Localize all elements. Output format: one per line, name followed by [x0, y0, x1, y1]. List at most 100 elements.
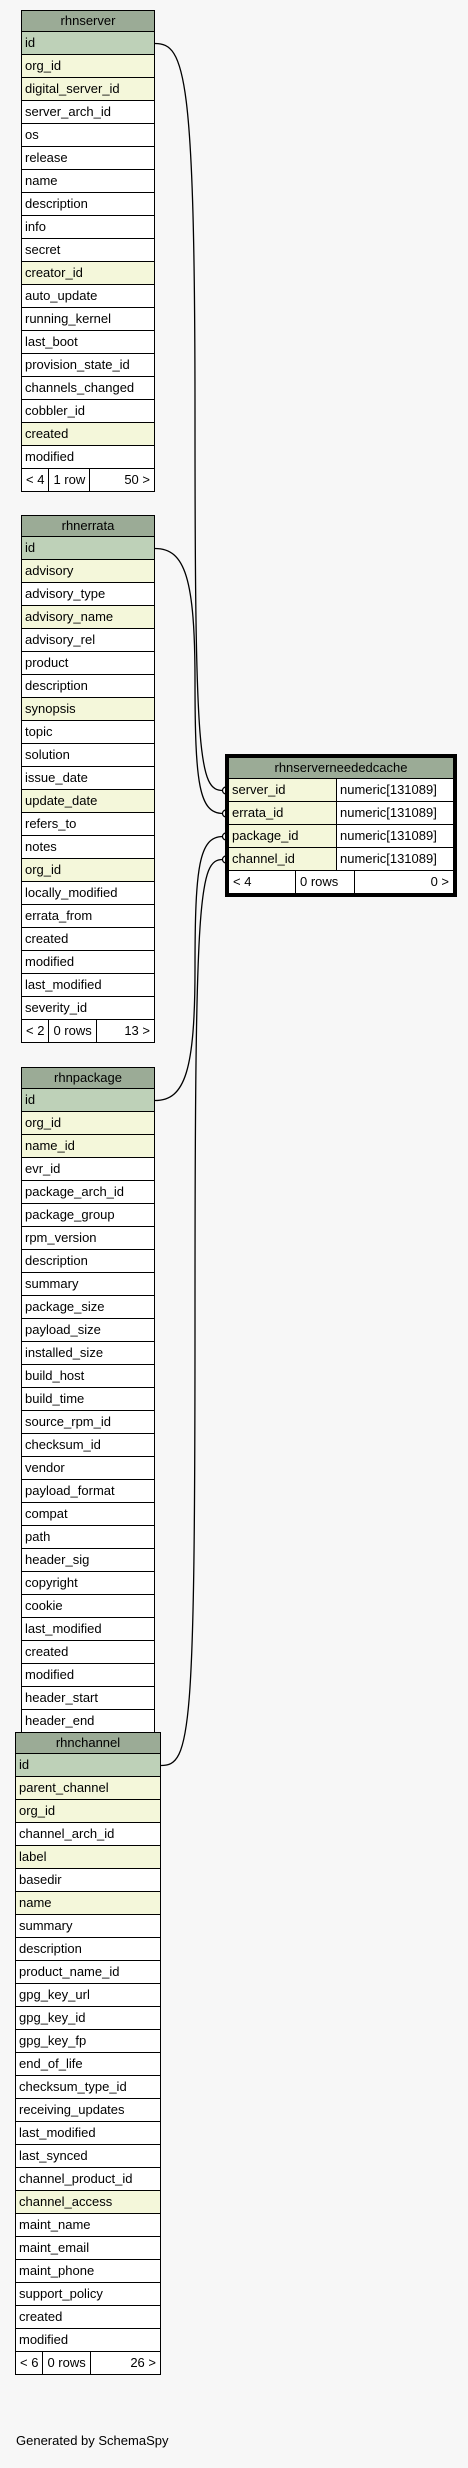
column-row-installed-size[interactable]: installed_size	[22, 1342, 154, 1365]
column-row-server-arch-id[interactable]: server_arch_id	[22, 101, 154, 124]
column-row-channel-access[interactable]: channel_access	[16, 2191, 160, 2214]
column-row-modified[interactable]: modified	[22, 1664, 154, 1687]
column-row-modified[interactable]: modified	[22, 951, 154, 974]
column-row-package-size[interactable]: package_size	[22, 1296, 154, 1319]
column-row-release[interactable]: release	[22, 147, 154, 170]
column-row-modified[interactable]: modified	[16, 2329, 160, 2352]
parents-count[interactable]: < 4	[229, 871, 296, 893]
column-row-advisory-name[interactable]: advisory_name	[22, 606, 154, 629]
column-row-last-modified[interactable]: last_modified	[16, 2122, 160, 2145]
column-row-id[interactable]: id	[22, 1089, 154, 1112]
children-count[interactable]: 26 >	[130, 2355, 156, 2370]
column-row-severity-id[interactable]: severity_id	[22, 997, 154, 1020]
column-row-copyright[interactable]: copyright	[22, 1572, 154, 1595]
column-row-header-start[interactable]: header_start	[22, 1687, 154, 1710]
column-row-gpg-key-url[interactable]: gpg_key_url	[16, 1984, 160, 2007]
column-row-description[interactable]: description	[22, 1250, 154, 1273]
column-row-rpm-version[interactable]: rpm_version	[22, 1227, 154, 1250]
column-row-topic[interactable]: topic	[22, 721, 154, 744]
parents-count[interactable]: < 4	[22, 469, 50, 491]
column-row-secret[interactable]: secret	[22, 239, 154, 262]
row-count[interactable]: 0 rows	[49, 1020, 97, 1042]
column-row-checksum-id[interactable]: checksum_id	[22, 1434, 154, 1457]
column-row-id[interactable]: id	[16, 1754, 160, 1777]
column-row-last-modified[interactable]: last_modified	[22, 1618, 154, 1641]
children-count[interactable]: 0 >	[430, 874, 449, 889]
column-row-update-date[interactable]: update_date	[22, 790, 154, 813]
column-row-header-sig[interactable]: header_sig	[22, 1549, 154, 1572]
column-row-channel-arch-id[interactable]: channel_arch_id	[16, 1823, 160, 1846]
column-row-evr-id[interactable]: evr_id	[22, 1158, 154, 1181]
column-row-advisory-rel[interactable]: advisory_rel	[22, 629, 154, 652]
column-row-build-time[interactable]: build_time	[22, 1388, 154, 1411]
column-row-basedir[interactable]: basedir	[16, 1869, 160, 1892]
children-count[interactable]: 50 >	[124, 472, 150, 487]
column-row-errata-from[interactable]: errata_from	[22, 905, 154, 928]
column-row-modified[interactable]: modified	[22, 446, 154, 469]
column-row-receiving-updates[interactable]: receiving_updates	[16, 2099, 160, 2122]
column-row-last-boot[interactable]: last_boot	[22, 331, 154, 354]
column-row-summary[interactable]: summary	[22, 1273, 154, 1296]
column-row-name[interactable]: name	[16, 1892, 160, 1915]
column-row-product-name-id[interactable]: product_name_id	[16, 1961, 160, 1984]
column-row-cookie[interactable]: cookie	[22, 1595, 154, 1618]
column-row-header-end[interactable]: header_end	[22, 1710, 154, 1733]
column-row-parent-channel[interactable]: parent_channel	[16, 1777, 160, 1800]
column-row-description[interactable]: description	[22, 193, 154, 216]
column-row-org-id[interactable]: org_id	[22, 859, 154, 882]
column-row-info[interactable]: info	[22, 216, 154, 239]
children-count[interactable]: 13 >	[124, 1023, 150, 1038]
column-row-maint-name[interactable]: maint_name	[16, 2214, 160, 2237]
column-row-auto-update[interactable]: auto_update	[22, 285, 154, 308]
column-row-vendor[interactable]: vendor	[22, 1457, 154, 1480]
column-row-id[interactable]: id	[22, 32, 154, 55]
column-row-notes[interactable]: notes	[22, 836, 154, 859]
column-row-cobbler-id[interactable]: cobbler_id	[22, 400, 154, 423]
column-row-gpg-key-fp[interactable]: gpg_key_fp	[16, 2030, 160, 2053]
column-row-end-of-life[interactable]: end_of_life	[16, 2053, 160, 2076]
column-row-compat[interactable]: compat	[22, 1503, 154, 1526]
column-row-package-arch-id[interactable]: package_arch_id	[22, 1181, 154, 1204]
column-row-last-modified[interactable]: last_modified	[22, 974, 154, 997]
column-row-id[interactable]: id	[22, 537, 154, 560]
column-row-maint-email[interactable]: maint_email	[16, 2237, 160, 2260]
column-row-solution[interactable]: solution	[22, 744, 154, 767]
row-count[interactable]: 0 rows	[43, 2352, 91, 2374]
column-row-checksum-type-id[interactable]: checksum_type_id	[16, 2076, 160, 2099]
column-row-build-host[interactable]: build_host	[22, 1365, 154, 1388]
column-row-running-kernel[interactable]: running_kernel	[22, 308, 154, 331]
column-row-refers-to[interactable]: refers_to	[22, 813, 154, 836]
column-row-label[interactable]: label	[16, 1846, 160, 1869]
column-row-payload-size[interactable]: payload_size	[22, 1319, 154, 1342]
row-count[interactable]: 0 rows	[296, 871, 355, 893]
column-row-creator-id[interactable]: creator_id	[22, 262, 154, 285]
column-row-created[interactable]: created	[22, 928, 154, 951]
column-row-gpg-key-id[interactable]: gpg_key_id	[16, 2007, 160, 2030]
parents-count[interactable]: < 6	[16, 2352, 44, 2374]
column-row-description[interactable]: description	[22, 675, 154, 698]
column-row-channels-changed[interactable]: channels_changed	[22, 377, 154, 400]
column-row-advisory-type[interactable]: advisory_type	[22, 583, 154, 606]
column-row-name-id[interactable]: name_id	[22, 1135, 154, 1158]
column-row-org-id[interactable]: org_id	[22, 1112, 154, 1135]
column-row-synopsis[interactable]: synopsis	[22, 698, 154, 721]
column-row-maint-phone[interactable]: maint_phone	[16, 2260, 160, 2283]
column-row-payload-format[interactable]: payload_format	[22, 1480, 154, 1503]
column-row-channel-product-id[interactable]: channel_product_id	[16, 2168, 160, 2191]
column-row-created[interactable]: created	[22, 1641, 154, 1664]
column-row-advisory[interactable]: advisory	[22, 560, 154, 583]
column-row-summary[interactable]: summary	[16, 1915, 160, 1938]
column-row-digital-server-id[interactable]: digital_server_id	[22, 78, 154, 101]
column-row-locally-modified[interactable]: locally_modified	[22, 882, 154, 905]
column-row-product[interactable]: product	[22, 652, 154, 675]
column-row-package-group[interactable]: package_group	[22, 1204, 154, 1227]
column-row-created[interactable]: created	[22, 423, 154, 446]
